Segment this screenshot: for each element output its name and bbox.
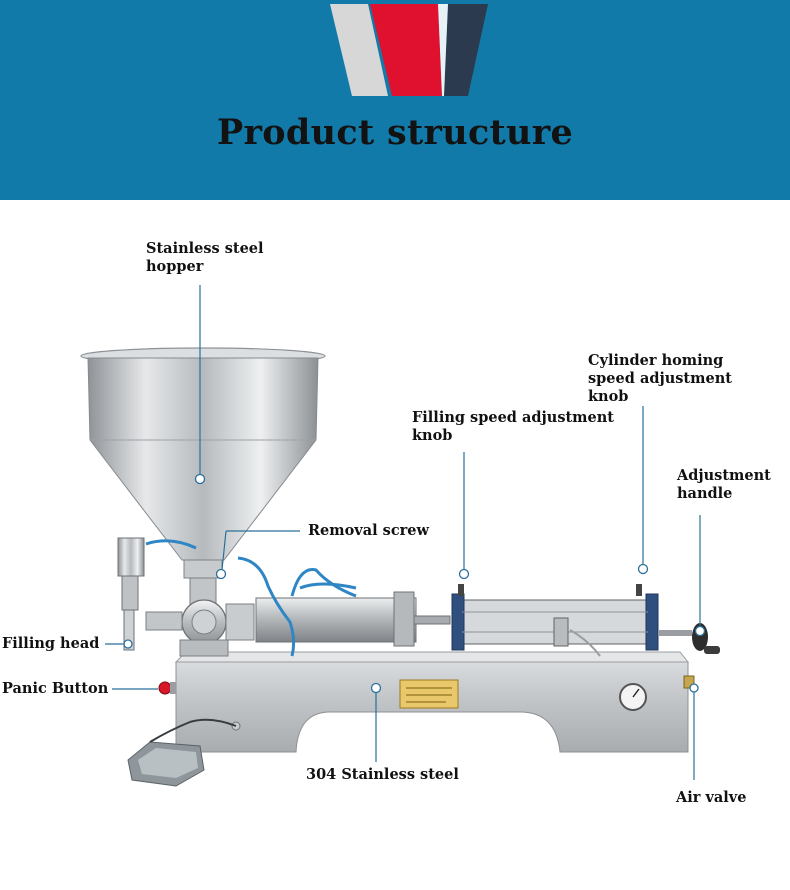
- machine-illustration: [80, 285, 720, 787]
- logo-stripe-dark: [444, 4, 488, 96]
- label-cylinder-line1: Cylinder homing: [588, 352, 724, 369]
- hopper-marker: [194, 473, 206, 485]
- cylinder-knob-marker: [637, 563, 649, 575]
- handle-marker: [694, 625, 706, 637]
- brand-logo: [330, 4, 488, 96]
- machine-base: [158, 651, 690, 753]
- material-cylinder: [255, 591, 451, 647]
- page-title: Product structure: [216, 112, 574, 153]
- label-filling-line2: knob: [412, 427, 453, 444]
- valve-body: [145, 577, 255, 657]
- label-hopper-line1: Stainless steel: [146, 240, 264, 257]
- panic-button-shape: [158, 681, 172, 695]
- filling-head: [117, 537, 145, 651]
- label-filling-line1: Filling speed adjustment: [412, 409, 614, 426]
- label-cylinder-line2: speed adjustment: [588, 370, 732, 387]
- callout-leaders: [105, 285, 706, 780]
- logo-stripe-grey: [330, 4, 388, 96]
- air-tubes: [145, 539, 357, 657]
- hopper: [80, 347, 326, 579]
- steel-marker: [370, 682, 382, 694]
- label-filling-knob: Filling speed adjustment knob: [412, 409, 614, 445]
- label-hopper-line2: hopper: [146, 258, 204, 275]
- label-adjustment-handle: Adjustment handle: [677, 467, 771, 503]
- removal-screw-marker: [215, 568, 227, 580]
- label-cylinder-line3: knob: [588, 388, 629, 405]
- air-valve-marker: [689, 683, 699, 693]
- nameplate: [399, 679, 459, 709]
- header-banner: Product structure: [0, 0, 790, 200]
- label-handle-line1: Adjustment: [677, 467, 771, 484]
- label-cylinder-knob: Cylinder homing speed adjustment knob: [588, 352, 732, 406]
- label-air-valve: Air valve: [676, 789, 747, 806]
- pneumatic-cylinder: [451, 584, 659, 657]
- filling-head-marker: [123, 639, 133, 649]
- label-panic-button: Panic Button: [2, 680, 109, 697]
- label-304-stainless: 304 Stainless steel: [306, 766, 459, 783]
- air-valve-fitting: [683, 675, 695, 689]
- label-removal-screw: Removal screw: [308, 522, 430, 539]
- label-handle-line2: handle: [677, 485, 733, 502]
- adjustment-handle: [658, 623, 720, 654]
- label-hopper: Stainless steel hopper: [146, 240, 264, 276]
- logo-stripe-red: [370, 4, 442, 96]
- filling-knob-marker: [458, 568, 470, 580]
- label-filling-head: Filling head: [2, 635, 100, 652]
- diagram-stage: [0, 200, 790, 890]
- foot-pedal: [127, 718, 237, 787]
